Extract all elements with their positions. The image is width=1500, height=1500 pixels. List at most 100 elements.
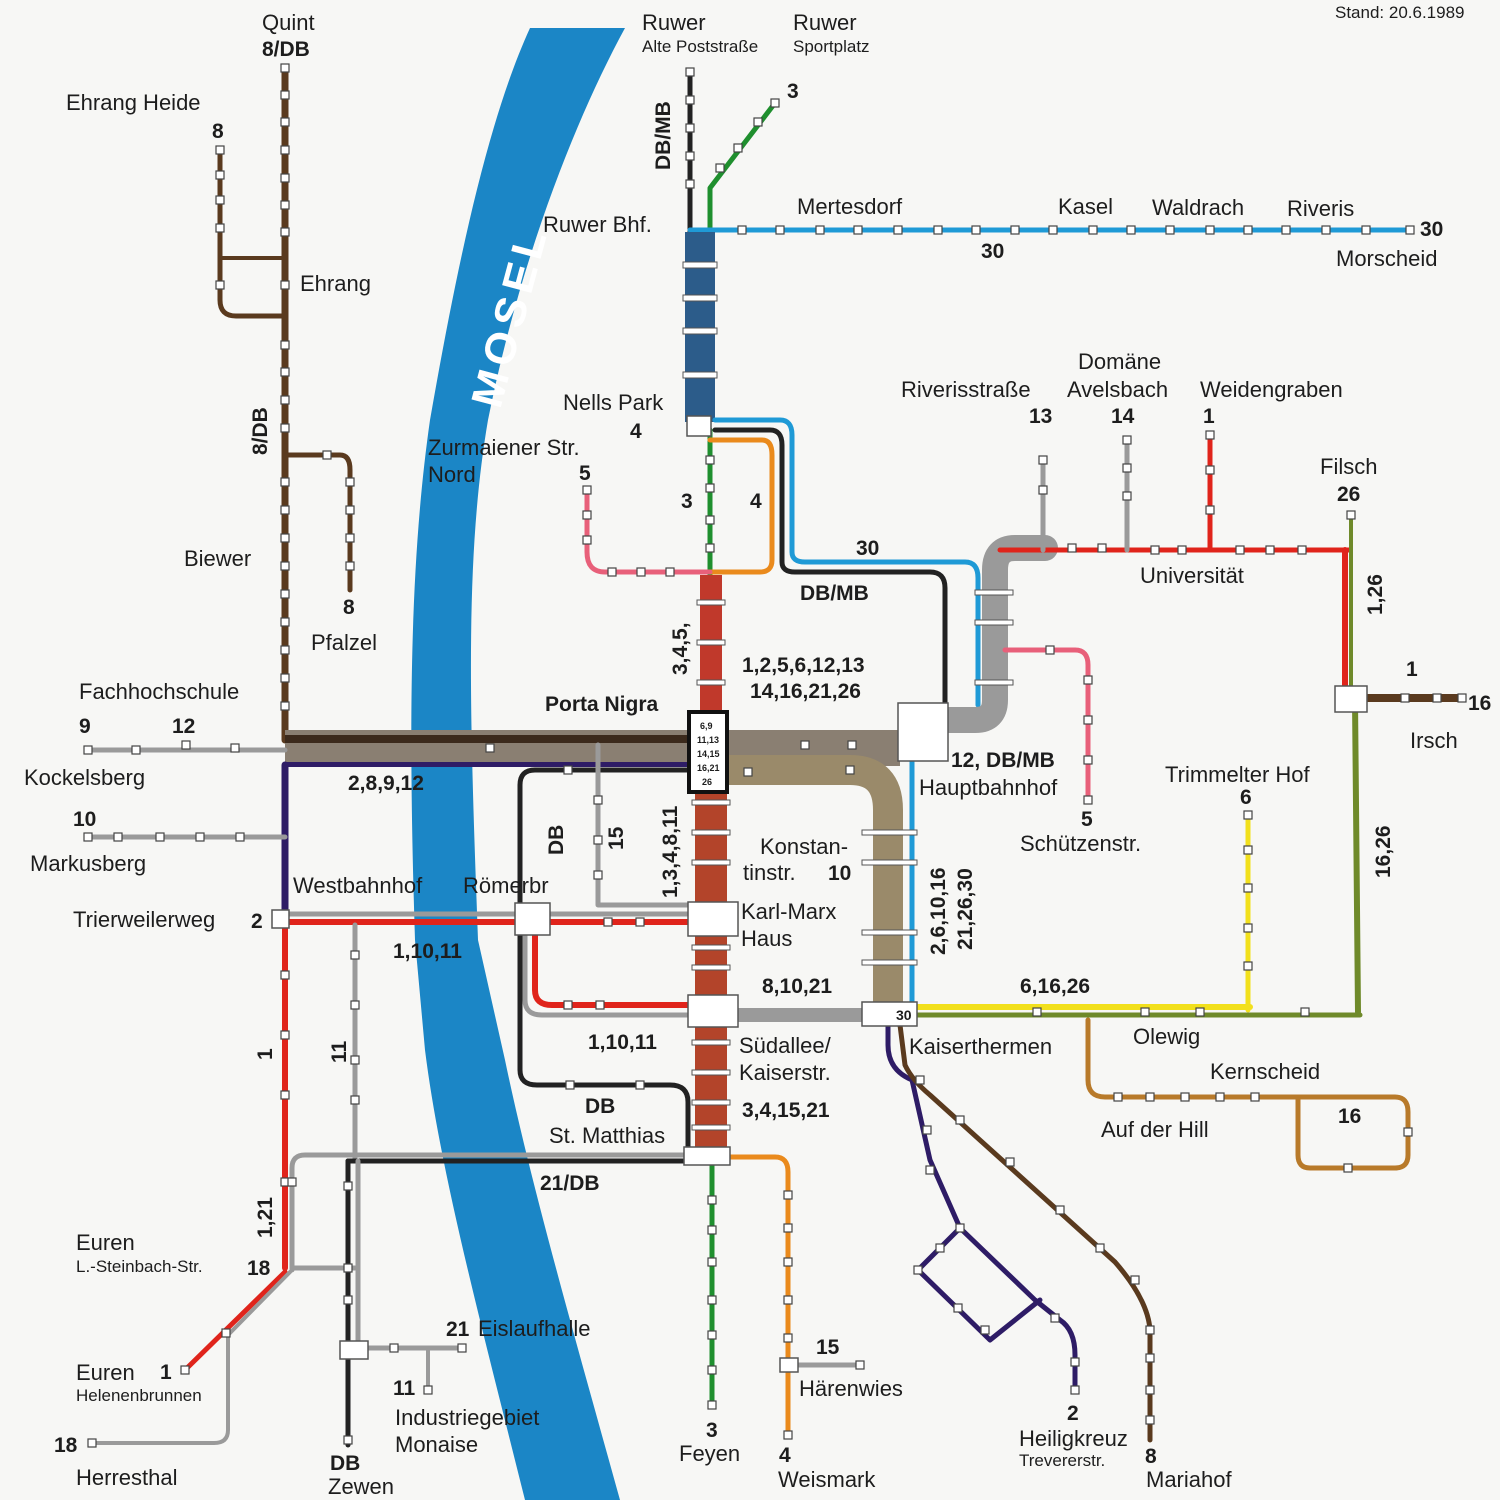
station-ehrang-heide: Ehrang Heide: [66, 90, 201, 115]
stop-marker: [343, 1295, 353, 1305]
stop-marker: [280, 395, 290, 405]
line-quint: 8/DB: [262, 38, 310, 61]
stop-marker: [1145, 1385, 1155, 1395]
bundle-stop-bar: [861, 929, 918, 936]
stop-marker: [221, 1328, 231, 1338]
route-roemer-loop-grey: [522, 922, 703, 1018]
bundle-stop-bar: [861, 829, 918, 836]
route-line-4: [707, 437, 775, 575]
route-ehrang-heide: [217, 147, 288, 319]
bundle-stop-bar: [691, 1099, 731, 1106]
stop-marker: [1243, 810, 1253, 820]
stop-marker: [582, 510, 592, 520]
stop-marker: [705, 515, 715, 525]
line-12: 12: [172, 715, 195, 738]
station-heiligkreuz-sub: Trevererstr.: [1019, 1451, 1105, 1470]
line-4-mid: 4: [750, 490, 762, 513]
route-line-30-curve: [712, 417, 981, 708]
bundle-stop-bar: [691, 1039, 731, 1046]
stop-marker: [1126, 225, 1136, 235]
stop-marker: [845, 765, 855, 775]
line-30-mid: 30: [981, 240, 1004, 263]
stop-marker: [593, 835, 603, 845]
line-3-4-5-vertical: 3,4,5,: [669, 622, 692, 675]
stop-marker: [593, 870, 603, 880]
line-2-heiligkreuz: 2: [1067, 1402, 1079, 1425]
station-roemerbruecke: Römerbr: [463, 873, 549, 898]
line-db-vertical: DB: [545, 825, 568, 855]
line-8-mariahof: 8: [1145, 1445, 1157, 1468]
stop-marker: [603, 917, 613, 927]
stop-marker: [280, 561, 290, 571]
route-bundle-uni: [932, 535, 1058, 733]
stop-marker: [1095, 1243, 1105, 1253]
stop-marker: [1457, 693, 1467, 703]
line-1-euren: 1: [160, 1361, 172, 1384]
stop-marker: [1113, 1092, 1123, 1102]
stop-marker: [280, 90, 290, 100]
lines-1-10-11-south: 1,10,11: [588, 1031, 657, 1054]
stop-marker: [855, 1360, 865, 1370]
line-18-euren: 18: [247, 1257, 271, 1280]
line-1-vertical: 1: [254, 1048, 277, 1060]
stop-marker: [280, 673, 290, 683]
line-11-vertical: 11: [328, 1040, 351, 1063]
route-roemer-loop: [532, 922, 703, 1008]
stop-marker: [1243, 225, 1253, 235]
stop-marker: [322, 450, 332, 460]
stop-marker: [195, 832, 205, 842]
route-db-west: [517, 767, 703, 923]
stop-marker: [1070, 1357, 1080, 1367]
line-8-ehrang-heide: 8: [212, 120, 224, 143]
stop-marker: [1297, 545, 1307, 555]
stop-marker: [933, 225, 943, 235]
stop-marker: [707, 1225, 717, 1235]
lines-north-east-1: 1,2,5,6,12,13: [742, 654, 865, 677]
stop-marker: [1165, 225, 1175, 235]
stop-marker: [1005, 1157, 1015, 1167]
station-schuetzenstr: Schützenstr.: [1020, 831, 1141, 856]
stop-marker: [215, 145, 225, 155]
stop-marker: [1321, 225, 1331, 235]
stop-marker: [280, 505, 290, 515]
stop-marker: [753, 117, 763, 127]
station-kockelsberg: Kockelsberg: [24, 765, 145, 790]
stop-marker: [935, 1243, 945, 1253]
station-hauptbahnhof: Hauptbahnhof: [919, 775, 1058, 800]
stop-marker: [1010, 225, 1020, 235]
bundle-stop-bar: [691, 1124, 731, 1131]
stop-marker: [1281, 225, 1291, 235]
stop-marker: [1403, 1127, 1413, 1137]
stop-marker: [743, 767, 753, 777]
stop-marker: [280, 117, 290, 127]
lines-21-26-30-vertical: 21,26,30: [954, 868, 977, 950]
line-30-end: 30: [1420, 218, 1443, 241]
line-6: 6: [1240, 786, 1252, 809]
hub-line-0: 6,9: [700, 721, 713, 731]
stop-marker: [1205, 430, 1215, 440]
bundle-stop-bar: [682, 371, 718, 379]
stop-marker: [953, 1303, 963, 1313]
stop-marker: [1083, 795, 1093, 805]
station-euren: Euren: [76, 1230, 135, 1255]
station-trierweilerweg: Trierweilerweg: [73, 907, 215, 932]
bundle-stop-bar: [861, 959, 918, 966]
route-21-db: [289, 1152, 703, 1273]
stop-marker: [1195, 1007, 1205, 1017]
stop-marker: [1235, 545, 1245, 555]
stop-marker: [280, 645, 290, 655]
stop-marker: [595, 1000, 605, 1010]
line-16-loop: 16: [1338, 1105, 1361, 1128]
stop-marker: [457, 1343, 467, 1353]
station-haerenwies: Härenwies: [799, 1376, 903, 1401]
stop-marker: [1070, 1385, 1080, 1395]
stop-marker: [113, 832, 123, 842]
stop-marker: [1083, 755, 1093, 765]
line-8-db-vertical: 8/DB: [249, 407, 272, 455]
stop-marker: [1122, 491, 1132, 501]
stop-marker: [131, 745, 141, 755]
stop-marker: [1122, 435, 1132, 445]
stop-marker: [345, 533, 355, 543]
lines-6-16-26: 6,16,26: [1020, 975, 1090, 998]
stop-marker: [783, 1223, 793, 1233]
